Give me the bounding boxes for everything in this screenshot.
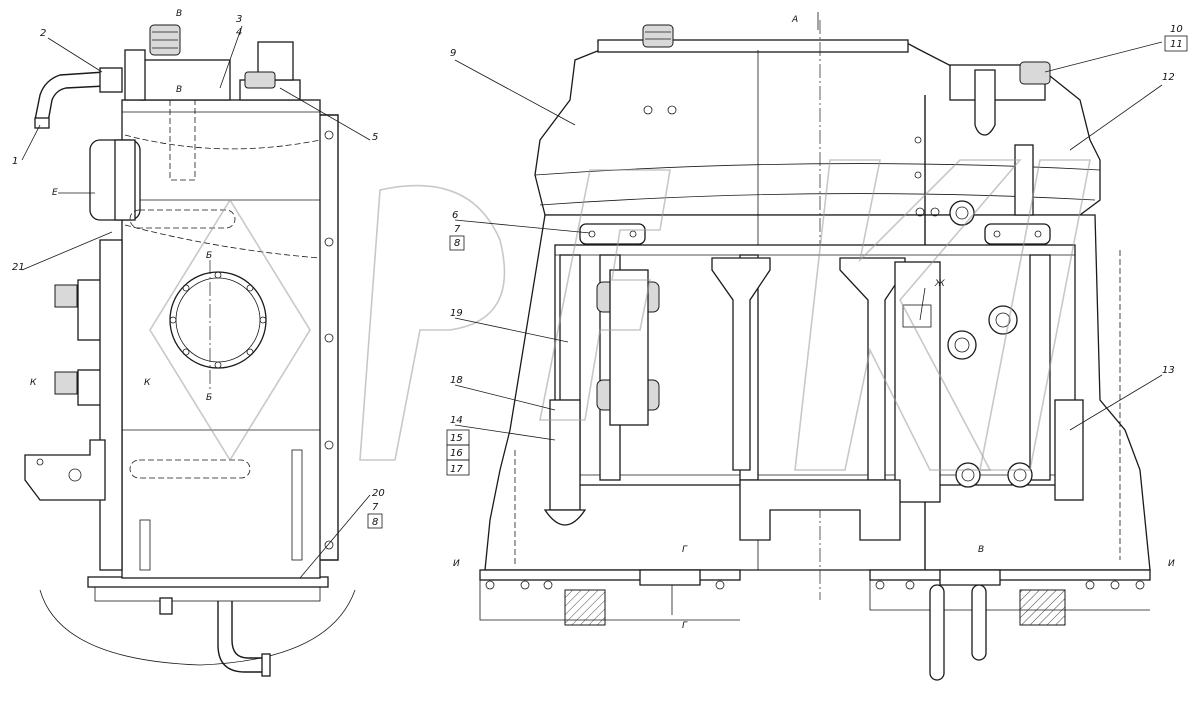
callout-21: 21 — [12, 262, 25, 273]
mark-g-bottom: Г — [682, 621, 688, 631]
callout-15: 15 — [450, 433, 463, 444]
callout-11: 11 — [1170, 39, 1183, 50]
mark-v-right: В — [978, 545, 984, 555]
mark-g-top: Г — [682, 545, 688, 555]
callout-14: 14 — [450, 415, 463, 426]
callout-2: 2 — [40, 28, 46, 39]
callout-8: 8 — [454, 238, 460, 249]
callout-19: 19 — [450, 308, 463, 319]
mark-k-left: К — [30, 378, 37, 388]
callout-20: 20 — [372, 488, 385, 499]
callout-20-7: 7 — [372, 502, 379, 513]
callout-17: 17 — [450, 464, 463, 475]
leader-lines — [21, 12, 1163, 579]
mark-k-right: К — [144, 378, 151, 388]
callout-13: 13 — [1162, 365, 1175, 376]
mark-v-top: В — [176, 9, 182, 19]
callout-1: 1 — [12, 156, 18, 167]
callout-4: 4 — [236, 27, 242, 38]
section-marks: В В Е Б Б К К А Ж Г Г В И И — [30, 9, 1175, 631]
callout-9: 9 — [450, 48, 456, 59]
mark-zh: Ж — [934, 279, 945, 289]
mark-v-lower: В — [176, 85, 182, 95]
callouts: 1 2 3 4 5 21 20 7 8 9 6 7 8 19 18 14 15 … — [12, 14, 1188, 529]
mark-e: Е — [52, 188, 58, 198]
callout-7: 7 — [454, 224, 461, 235]
watermark — [149, 159, 1091, 471]
mark-i-right: И — [1168, 559, 1175, 569]
callout-6: 6 — [452, 210, 458, 221]
callout-5: 5 — [372, 132, 378, 143]
callout-12: 12 — [1162, 72, 1175, 83]
mark-i-left: И — [453, 559, 460, 569]
callout-10: 10 — [1170, 24, 1183, 35]
callout-3: 3 — [236, 14, 242, 25]
mark-a: А — [791, 15, 798, 25]
callout-16: 16 — [450, 448, 463, 459]
front-view — [479, 20, 1151, 681]
mark-b-bottom: Б — [206, 393, 212, 403]
callout-20-8: 8 — [372, 517, 378, 528]
callout-18: 18 — [450, 375, 463, 386]
mark-b-top: Б — [206, 251, 212, 261]
left-side-view — [24, 24, 356, 677]
